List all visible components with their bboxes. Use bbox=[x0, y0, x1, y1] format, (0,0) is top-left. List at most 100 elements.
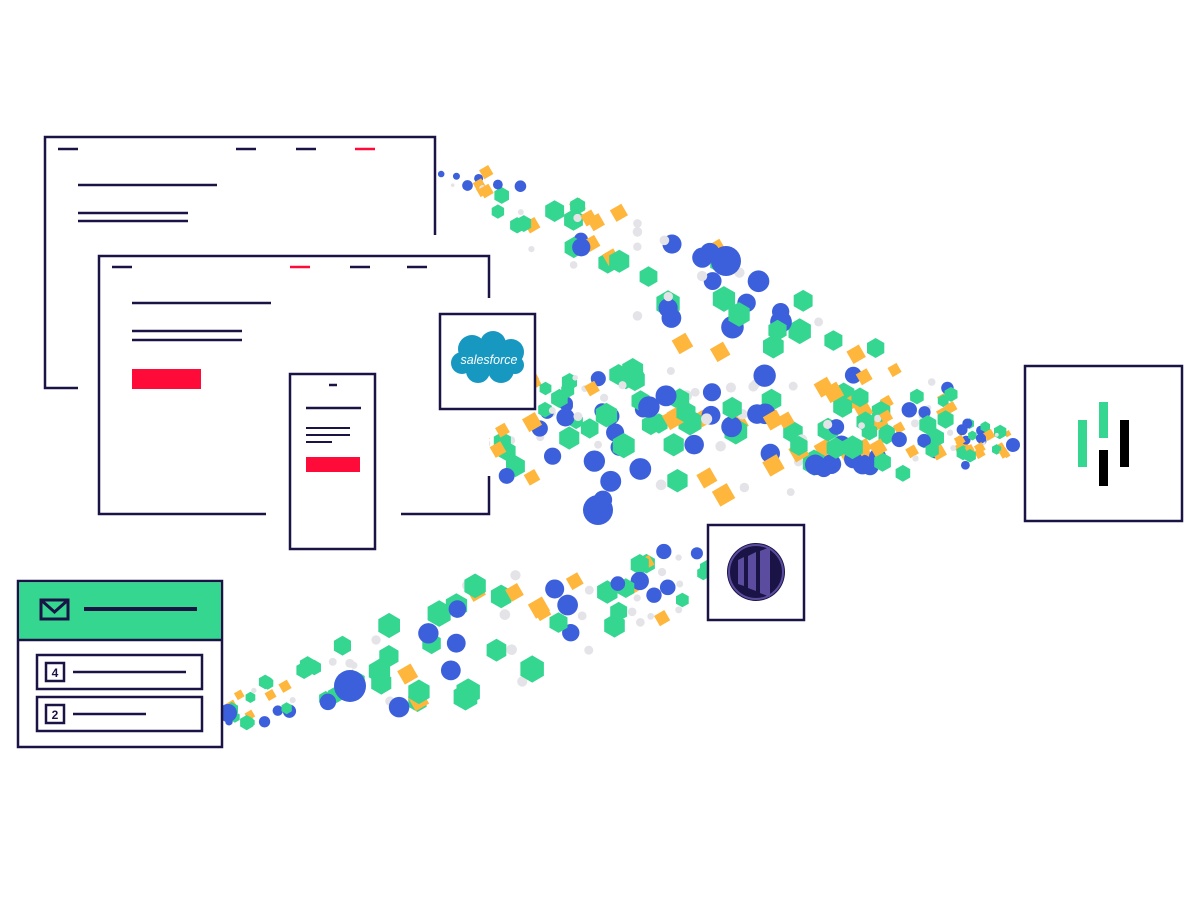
heap-logo-icon bbox=[1078, 402, 1129, 486]
data-particle bbox=[378, 612, 400, 639]
data-particle bbox=[910, 388, 924, 405]
data-particle bbox=[517, 676, 528, 687]
data-particle bbox=[570, 197, 586, 215]
data-particle bbox=[633, 242, 642, 251]
data-particle bbox=[452, 172, 460, 180]
data-particle bbox=[762, 409, 784, 431]
data-particle bbox=[397, 663, 419, 685]
data-particle bbox=[962, 418, 973, 429]
data-particle bbox=[753, 364, 776, 387]
data-particle bbox=[661, 308, 682, 328]
data-particle bbox=[905, 444, 919, 459]
data-particle bbox=[437, 170, 445, 178]
data-particle bbox=[722, 396, 742, 420]
data-particle bbox=[675, 554, 682, 561]
data-particle bbox=[676, 592, 689, 608]
data-particle bbox=[771, 302, 790, 321]
list-item: 4 bbox=[35, 653, 204, 691]
data-particle bbox=[833, 395, 853, 418]
data-particle bbox=[584, 380, 600, 397]
data-particle bbox=[1006, 438, 1020, 452]
data-particle bbox=[494, 187, 509, 204]
data-particle bbox=[667, 469, 688, 493]
mobile-screen bbox=[288, 372, 377, 551]
destination-card bbox=[1023, 364, 1184, 523]
data-particle bbox=[917, 433, 931, 448]
data-particle bbox=[486, 638, 507, 662]
salesforce-card: salesforce bbox=[438, 312, 537, 411]
data-particle bbox=[584, 645, 594, 655]
data-particle bbox=[632, 311, 643, 321]
marketo-card bbox=[706, 523, 806, 622]
salesforce-logo-icon: salesforce bbox=[451, 331, 524, 383]
data-particle bbox=[612, 433, 635, 459]
data-particle bbox=[522, 412, 543, 433]
data-particle bbox=[762, 454, 785, 477]
data-particle bbox=[824, 330, 843, 351]
data-particle bbox=[671, 332, 694, 355]
data-particle bbox=[618, 381, 627, 390]
data-particle bbox=[961, 460, 970, 470]
data-particle bbox=[844, 366, 862, 384]
data-particle bbox=[562, 624, 580, 642]
data-particle bbox=[879, 409, 894, 424]
data-particle bbox=[408, 679, 430, 705]
data-particle bbox=[715, 441, 726, 452]
data-particle bbox=[584, 585, 594, 595]
data-particle bbox=[368, 658, 391, 684]
data-particle bbox=[635, 617, 645, 627]
data-particle bbox=[559, 426, 580, 450]
data-particle bbox=[638, 396, 660, 418]
data-particle bbox=[919, 415, 937, 435]
data-particle bbox=[278, 679, 292, 693]
data-particle bbox=[690, 547, 703, 560]
data-particle bbox=[539, 381, 552, 396]
data-particle bbox=[804, 454, 826, 476]
data-particle bbox=[937, 394, 949, 408]
data-particle bbox=[523, 469, 541, 486]
data-particle bbox=[675, 606, 683, 614]
data-particle bbox=[937, 410, 954, 429]
data-particle bbox=[709, 341, 731, 363]
data-particle bbox=[676, 580, 684, 588]
data-particle bbox=[878, 425, 895, 445]
data-particle bbox=[975, 433, 987, 444]
data-particle bbox=[264, 688, 277, 701]
data-particle bbox=[448, 600, 467, 618]
email-card: 4 2 bbox=[16, 579, 224, 749]
data-particle bbox=[630, 571, 649, 591]
list-item-count: 4 bbox=[52, 666, 59, 680]
data-particle bbox=[233, 689, 245, 701]
data-particle bbox=[328, 657, 337, 666]
data-particle bbox=[684, 434, 704, 455]
data-particle bbox=[867, 338, 885, 358]
data-particle bbox=[492, 179, 503, 190]
data-particle bbox=[910, 419, 919, 428]
data-particle bbox=[538, 401, 552, 418]
data-particle bbox=[572, 375, 578, 381]
salesforce-logo-text: salesforce bbox=[461, 353, 518, 367]
data-particle bbox=[994, 432, 999, 437]
data-particle bbox=[573, 411, 583, 422]
data-particle bbox=[874, 452, 891, 472]
data-particle bbox=[583, 495, 613, 525]
data-particle bbox=[307, 659, 321, 676]
data-particle bbox=[549, 612, 568, 633]
data-particle bbox=[786, 488, 795, 497]
data-particle bbox=[892, 421, 906, 435]
data-particle bbox=[609, 249, 630, 273]
data-particle bbox=[858, 422, 865, 430]
data-particle bbox=[610, 576, 626, 591]
data-particle bbox=[953, 434, 966, 447]
data-particle bbox=[462, 180, 473, 191]
data-particle bbox=[647, 612, 655, 620]
data-particle bbox=[861, 422, 878, 441]
data-particle bbox=[543, 447, 562, 465]
marketo-logo-icon bbox=[727, 543, 785, 601]
data-particle bbox=[654, 610, 671, 627]
data-particle bbox=[659, 235, 670, 246]
envelope-icon bbox=[39, 598, 70, 621]
data-particle bbox=[763, 334, 784, 359]
data-particle bbox=[580, 418, 599, 439]
data-particle bbox=[814, 317, 824, 327]
